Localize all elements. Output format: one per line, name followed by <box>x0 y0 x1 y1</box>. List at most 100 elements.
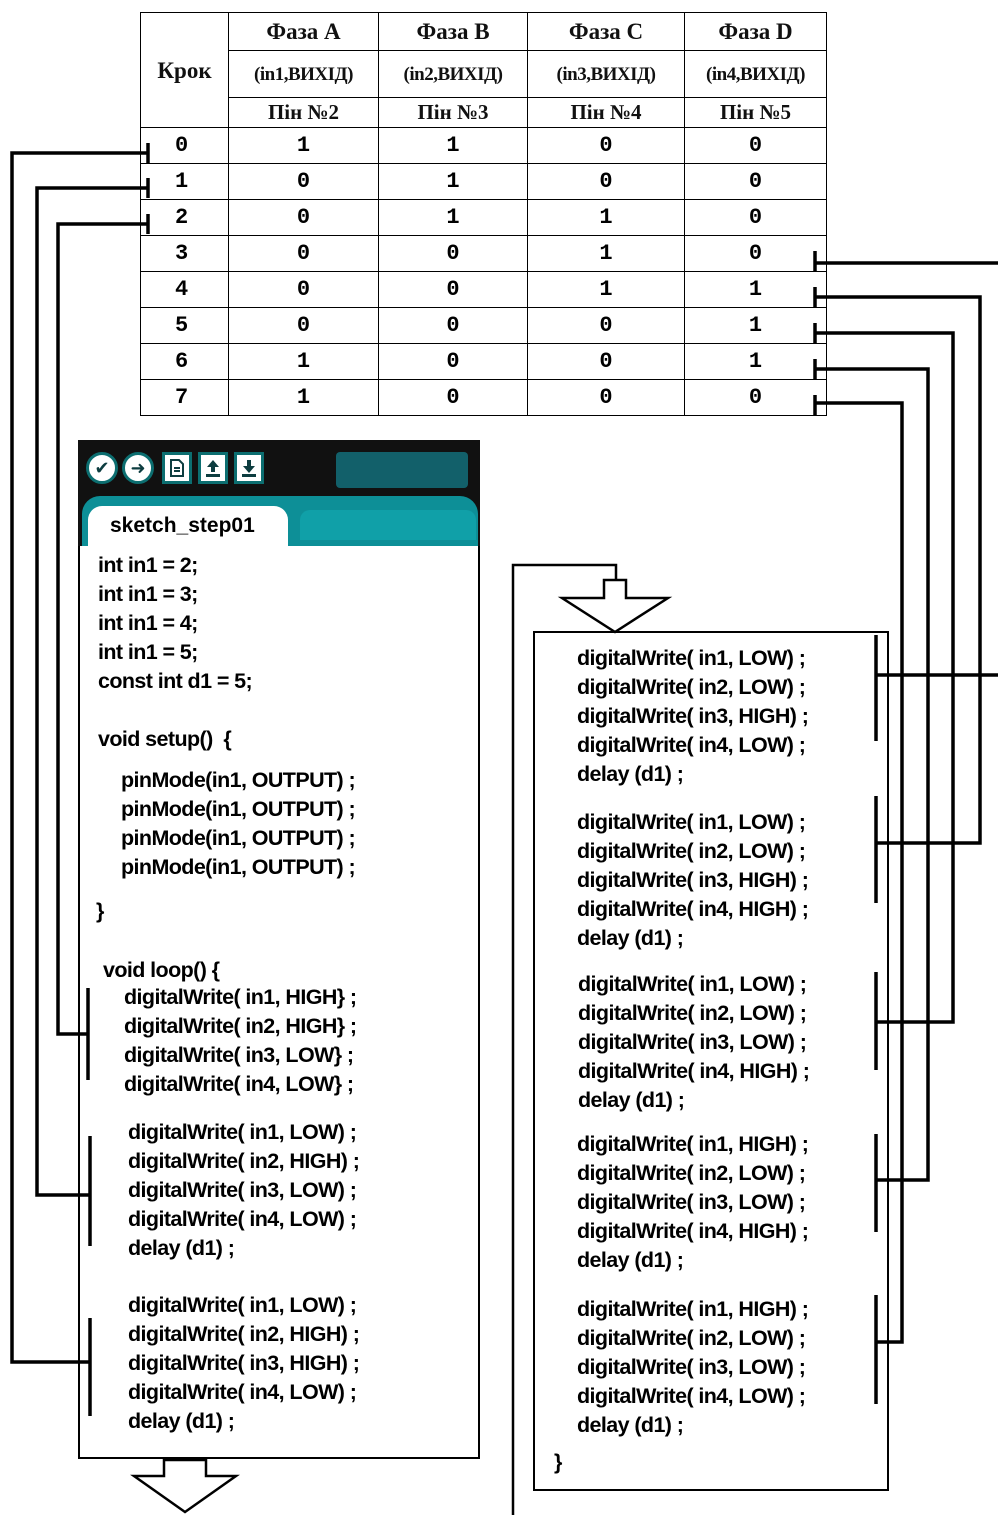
code-line: const int d1 = 5; <box>98 669 253 693</box>
code-line: digitalWrite( in2, LOW) ; <box>577 1161 806 1185</box>
code-line: digitalWrite( in4, HIGH) ; <box>577 897 809 921</box>
code-line: digitalWrite( in3, HIGH) ; <box>577 704 809 728</box>
code-line: digitalWrite( in3, HIGH) ; <box>128 1351 360 1375</box>
code-line: digitalWrite( in3, LOW) ; <box>577 1190 806 1214</box>
code-line: delay (d1) ; <box>577 1248 684 1272</box>
code-line: digitalWrite( in1, LOW) ; <box>128 1120 357 1144</box>
code-line: delay (d1) ; <box>577 762 684 786</box>
continue-arrow-icon <box>130 1458 240 1514</box>
step-number: 4 <box>140 271 229 308</box>
code-line: digitalWrite( in3, LOW} ; <box>124 1043 354 1067</box>
code-line: } <box>96 899 104 923</box>
phase-c-value: 0 <box>527 163 685 200</box>
connector-step-2 <box>56 222 148 1036</box>
ide-window: ✔ ➜ sketch_step01 <box>78 440 480 1459</box>
output-header: (in2,ВИХІД) <box>378 50 528 98</box>
table-row: 7 1 0 0 0 <box>140 379 827 416</box>
code-line: digitalWrite( in1, HIGH} ; <box>124 985 357 1009</box>
code-line: digitalWrite( in2, HIGH) ; <box>128 1322 360 1346</box>
phase-a-value: 1 <box>228 343 379 380</box>
connector-step-6 <box>815 367 930 1182</box>
code-line: delay (d1) ; <box>577 926 684 950</box>
connector-step-7 <box>815 401 904 1344</box>
pin-header: Пін №4 <box>527 97 685 128</box>
step-number: 3 <box>140 235 229 272</box>
step-number: 5 <box>140 307 229 344</box>
phase-d-value: 0 <box>684 127 827 164</box>
code-line: int in1 = 2; <box>98 553 198 577</box>
code-line: delay (d1) ; <box>128 1409 235 1433</box>
code-line: digitalWrite( in1, LOW) ; <box>578 972 807 996</box>
phase-c-value: 0 <box>527 127 685 164</box>
phase-a-value: 1 <box>228 379 379 416</box>
phase-b-value: 1 <box>378 127 528 164</box>
code-line: digitalWrite( in2, LOW) ; <box>577 675 806 699</box>
code-editor[interactable] <box>78 546 480 1459</box>
code-line: delay (d1) ; <box>578 1088 685 1112</box>
phase-d-value: 0 <box>684 199 827 236</box>
code-line: digitalWrite( in4, LOW) ; <box>128 1207 357 1231</box>
flow-line <box>511 563 618 1515</box>
code-line: digitalWrite( in3, LOW) ; <box>578 1030 807 1054</box>
step-number: 7 <box>140 379 229 416</box>
code-line: digitalWrite( in4, LOW) ; <box>577 1384 806 1408</box>
phase-d-value: 0 <box>684 379 827 416</box>
save-icon[interactable] <box>234 452 264 484</box>
table-row: 1 0 1 0 0 <box>140 163 827 200</box>
code-line: digitalWrite( in3, LOW) ; <box>128 1178 357 1202</box>
new-sketch-icon[interactable] <box>162 452 192 484</box>
code-line: int in1 = 5; <box>98 640 198 664</box>
step-number: 6 <box>140 343 229 380</box>
phase-b-value: 0 <box>378 307 528 344</box>
code-line: digitalWrite( in2, LOW) ; <box>577 839 806 863</box>
code-line: void setup() { <box>98 727 232 751</box>
code-line: digitalWrite( in2, LOW) ; <box>577 1326 806 1350</box>
code-line: int in1 = 4; <box>98 611 198 635</box>
phase-b-value: 0 <box>378 379 528 416</box>
connector-step-5 <box>815 331 955 1024</box>
pin-header: Пін №5 <box>684 97 827 128</box>
connector-step-4 <box>815 295 982 845</box>
code-line: digitalWrite( in4, LOW} ; <box>124 1072 354 1096</box>
verify-icon[interactable]: ✔ <box>86 452 118 484</box>
phase-a-value: 0 <box>228 307 379 344</box>
upload-icon[interactable]: ➜ <box>122 452 154 484</box>
table-row: 0 1 1 0 0 <box>140 127 827 164</box>
code-line: digitalWrite( in2, LOW) ; <box>578 1001 807 1025</box>
phase-a-value: 0 <box>228 163 379 200</box>
output-header: (in4,ВИХІД) <box>684 50 827 98</box>
phase-d-value: 0 <box>684 163 827 200</box>
phase-b-value: 0 <box>378 235 528 272</box>
code-line: digitalWrite( in4, LOW) ; <box>128 1380 357 1404</box>
phase-c-value: 0 <box>527 379 685 416</box>
code-line: pinMode(in1, OUTPUT) ; <box>121 797 356 821</box>
continue-arrow-icon <box>557 578 673 634</box>
pin-header: Пін №2 <box>228 97 379 128</box>
code-line: void loop() { <box>103 958 220 982</box>
phase-a-value: 0 <box>228 271 379 308</box>
phase-header: Фаза B <box>378 12 528 51</box>
phase-d-value: 1 <box>684 343 827 380</box>
code-line: digitalWrite( in4, HIGH) ; <box>578 1059 810 1083</box>
code-line: digitalWrite( in3, LOW) ; <box>577 1355 806 1379</box>
tab-bar-extension <box>300 510 476 540</box>
table-row: 4 0 0 1 1 <box>140 271 827 308</box>
open-icon[interactable] <box>198 452 228 484</box>
connector-step-1 <box>35 186 148 1197</box>
code-line: } <box>554 1450 562 1474</box>
table-row: 5 0 0 0 1 <box>140 307 827 344</box>
phase-header: Фаза A <box>228 12 379 51</box>
code-line: digitalWrite( in1, LOW) ; <box>577 646 806 670</box>
code-line: digitalWrite( in3, HIGH) ; <box>577 868 809 892</box>
connector-step-0 <box>10 151 148 1364</box>
code-line: digitalWrite( in2, HIGH} ; <box>124 1014 357 1038</box>
code-line: delay (d1) ; <box>128 1236 235 1260</box>
phase-header: Фаза D <box>684 12 827 51</box>
tab-sketch[interactable]: sketch_step01 <box>88 506 288 548</box>
code-line: pinMode(in1, OUTPUT) ; <box>121 768 356 792</box>
code-line: digitalWrite( in1, HIGH) ; <box>577 1132 809 1156</box>
step-table: Крок Фаза A Фаза B Фаза C Фаза D (in1,ВИ… <box>140 12 827 416</box>
code-line: digitalWrite( in1, LOW) ; <box>128 1293 357 1317</box>
